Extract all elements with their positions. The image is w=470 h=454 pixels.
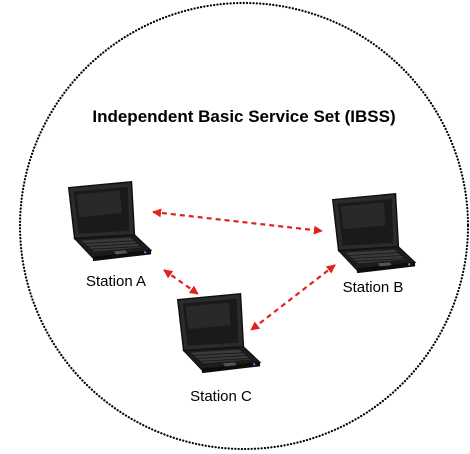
link-a-b: [152, 208, 323, 235]
station-a-label: Station A: [86, 273, 146, 290]
station-b-label: Station B: [343, 279, 404, 296]
station-a: Station A: [68, 181, 152, 290]
ibss-boundary: [18, 1, 470, 451]
link-a-c: [163, 269, 199, 295]
link-b-c: [250, 264, 336, 331]
laptop-icon: [332, 193, 416, 274]
station-c-label: Station C: [190, 388, 252, 405]
wireless-links: [152, 208, 336, 331]
diagram-title: Independent Basic Service Set (IBSS): [92, 107, 395, 126]
station-b: Station B: [332, 193, 416, 296]
station-c: Station C: [177, 293, 261, 405]
laptop-icon: [177, 293, 261, 374]
laptop-icon: [68, 181, 152, 262]
